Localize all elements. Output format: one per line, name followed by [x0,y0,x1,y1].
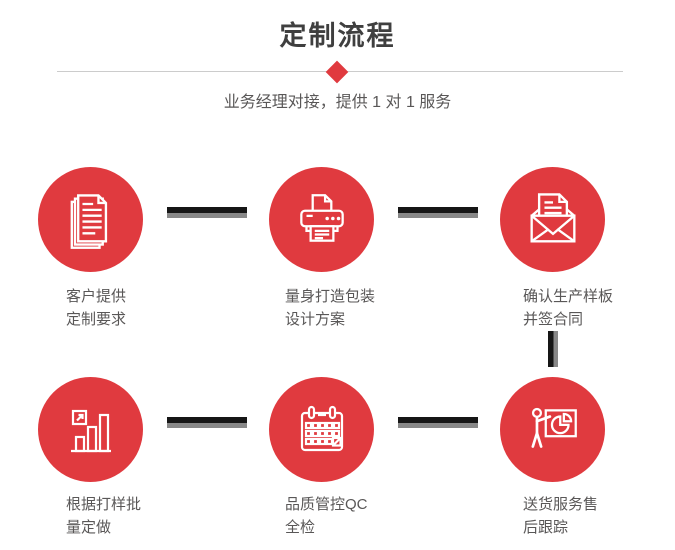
step-label-3-line2: 并签合同 [523,311,584,328]
step-label-3-line1: 确认生产样板 [523,288,614,305]
presentation-icon [531,407,577,448]
step-circle-1 [38,167,143,272]
connector-step1-step2 [167,207,247,218]
step-label-2-line2: 设计方案 [285,311,346,328]
printer-icon [299,193,344,242]
page-subtitle: 业务经理对接，提供 1 对 1 服务 [223,94,452,111]
step-label-1-line1: 客户提供 [66,288,127,305]
documents-icon [70,193,107,249]
step-label-5: 品质管控QC 全检 [285,493,368,539]
step-label-6-line1: 送货服务售 [523,496,599,513]
step-circle-2 [269,167,374,272]
connector-step5-step6 [398,417,478,428]
envelope-icon [529,192,576,243]
step-label-4-line2: 量定做 [66,519,112,536]
step-label-4: 根据打样批 量定做 [66,493,141,539]
step-label-6: 送货服务售 后跟踪 [523,493,598,539]
connector-step3-step6 [548,331,558,367]
step-label-5-line1: 品质管控QC [285,496,368,513]
step-label-4-line1: 根据打样批 [66,496,142,513]
step-label-1-line2: 定制要求 [66,311,127,328]
diamond-icon [325,60,349,84]
bar-chart-icon [70,409,111,452]
step-label-5-line2: 全检 [285,519,316,536]
connector-step4-step5 [167,417,247,428]
step-label-3: 确认生产样板 并签合同 [523,285,613,331]
calendar-icon [300,405,343,451]
connector-step2-step3 [398,207,478,218]
step-label-1: 客户提供 定制要求 [66,285,126,331]
step-circle-3 [500,167,605,272]
step-label-6-line2: 后跟踪 [523,519,569,536]
step-label-2: 量身打造包装 设计方案 [285,285,375,331]
step-circle-4 [38,377,143,482]
step-circle-5 [269,377,374,482]
page-title: 定制流程 [279,21,396,51]
step-circle-6 [500,377,605,482]
step-label-2-line1: 量身打造包装 [285,288,376,305]
